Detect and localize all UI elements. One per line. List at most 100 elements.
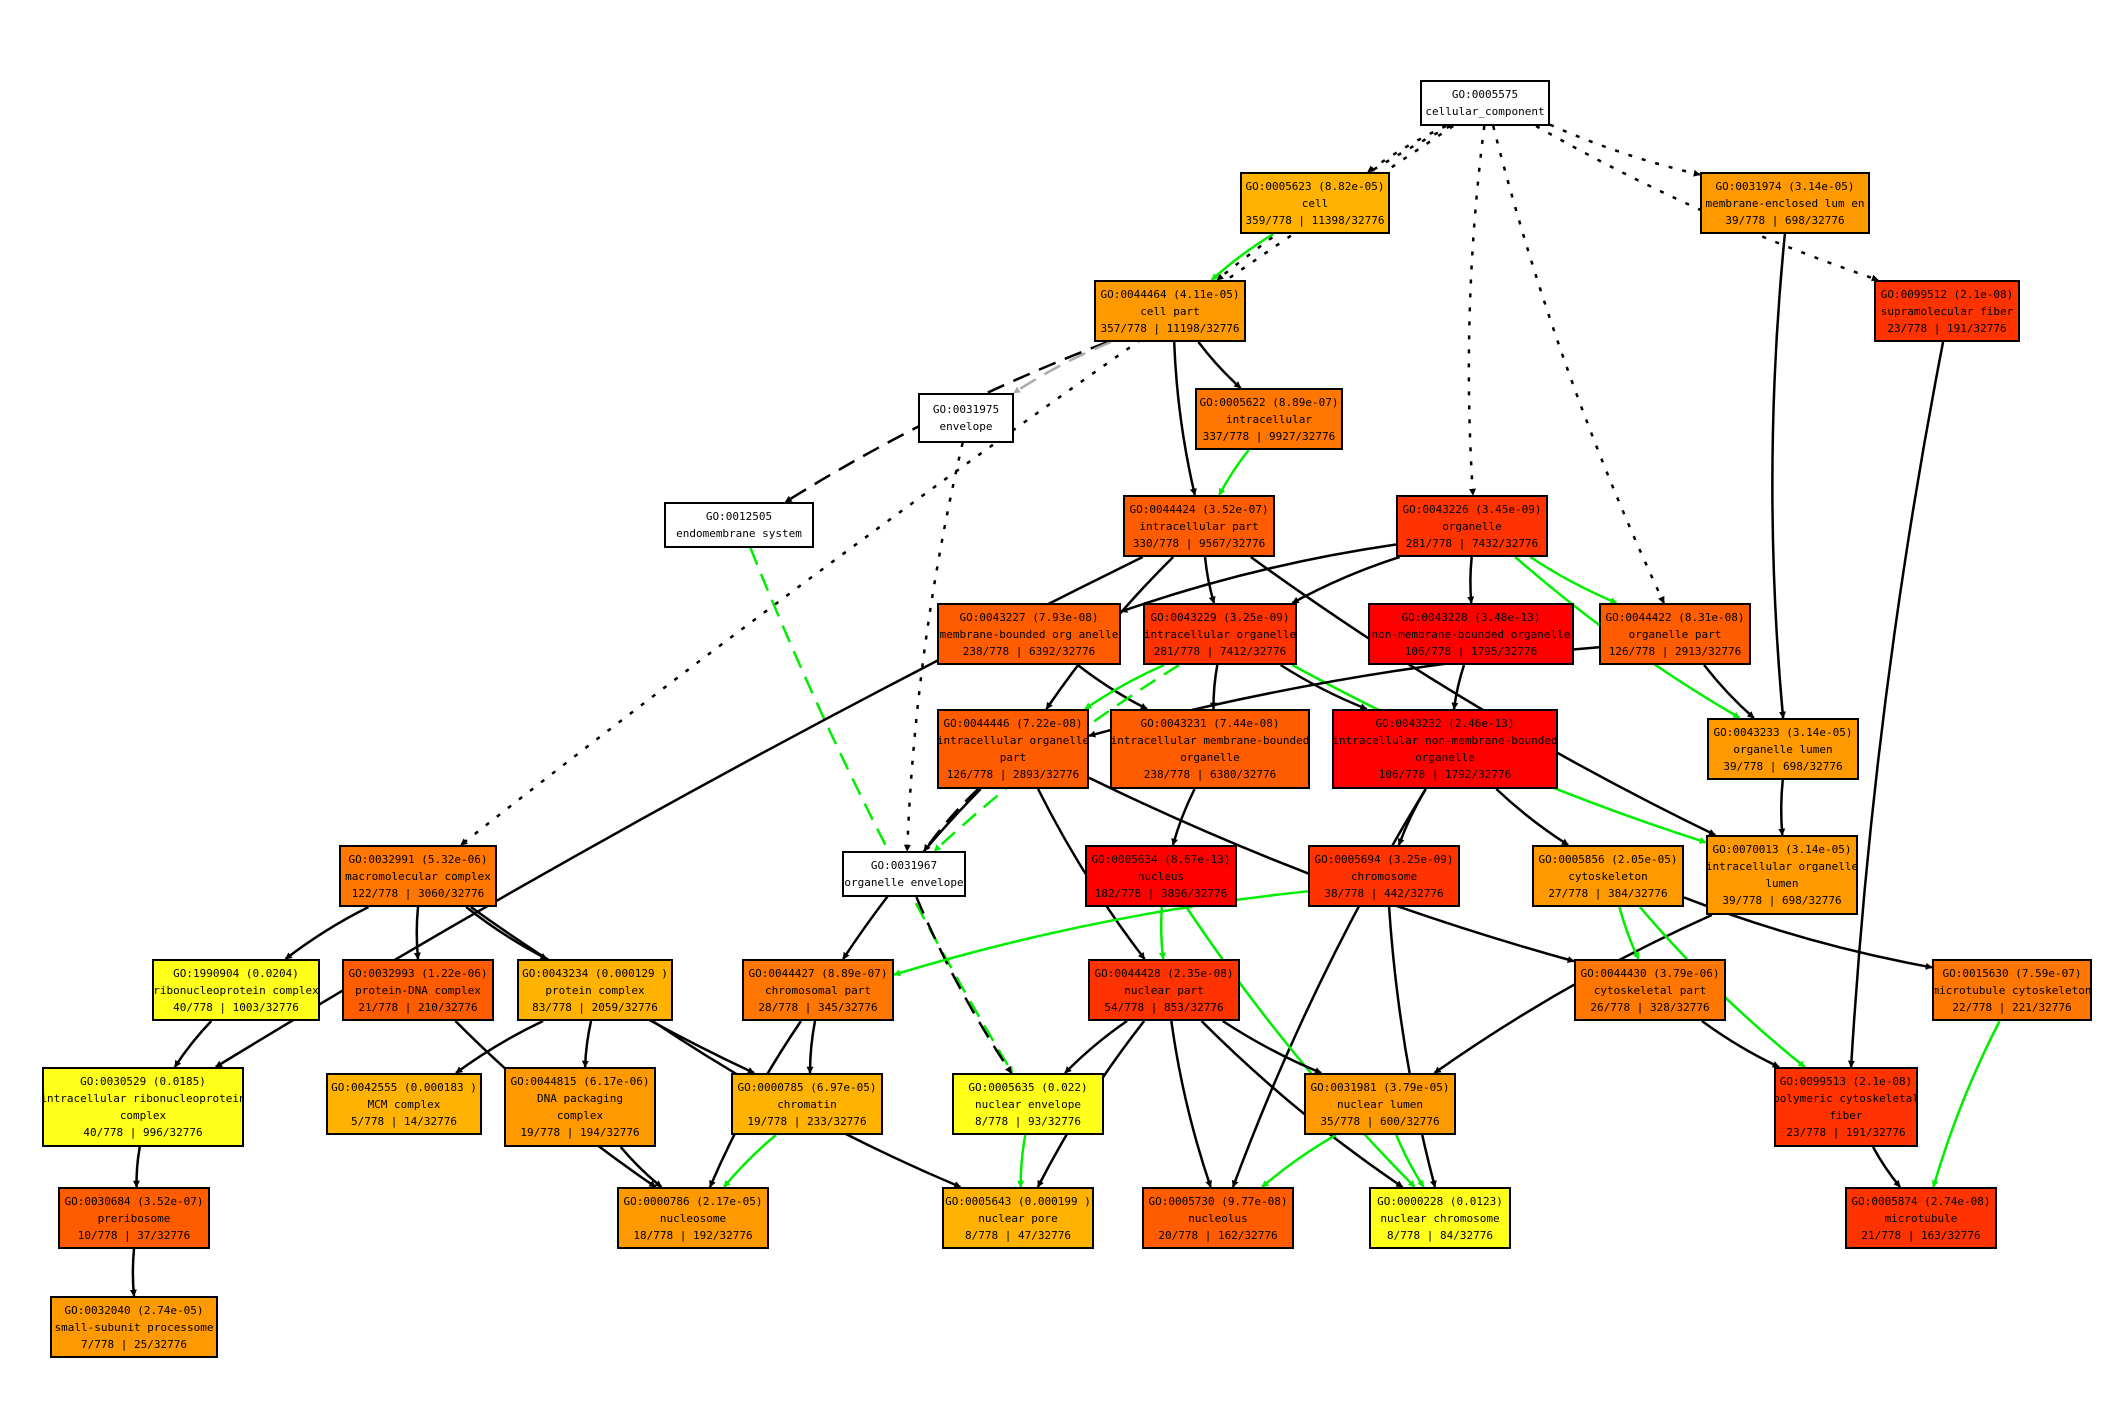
node-label-line: GO:0005623 (8.82e-05) — [1245, 179, 1385, 193]
edge-arrow — [1703, 664, 1755, 719]
go-term-node[interactable]: GO:0031974 (3.14e-05)membrane-enclosed l… — [1700, 172, 1870, 234]
edge-arrow — [173, 1020, 213, 1068]
edge-arrow — [1395, 1134, 1425, 1188]
node-label-line: chromosomal part — [765, 983, 871, 997]
node-label-line: 330/778 | 9567/32776 — [1132, 536, 1266, 550]
edge-arrow — [723, 1134, 777, 1188]
edge-arrow — [1017, 1134, 1027, 1188]
node-label-line: GO:0044424 (3.52e-07) — [1129, 502, 1269, 516]
go-term-node[interactable]: GO:0099513 (2.1e-08)polymeric cytoskelet… — [1774, 1067, 1918, 1147]
node-label-line: intracellular organelle — [1143, 627, 1297, 641]
go-term-node[interactable]: GO:0043232 (2.46e-13)intracellular non-m… — [1332, 709, 1558, 789]
go-term-node[interactable]: GO:0032993 (1.22e-06)protein-DNA complex… — [342, 959, 494, 1021]
edge-arrow — [284, 905, 370, 960]
edge-arrow — [893, 890, 1309, 977]
edge-arrow — [915, 896, 1013, 1074]
go-term-node[interactable]: GO:0015630 (7.59e-07)microtubule cytoske… — [1932, 959, 2092, 1021]
edge-arrow — [1931, 1020, 2001, 1188]
node-label-line: 40/778 | 1003/32776 — [173, 1000, 299, 1014]
go-term-node[interactable]: GO:0043229 (3.25e-09)intracellular organ… — [1143, 603, 1297, 665]
go-term-node[interactable]: GO:1990904 (0.0204)ribonucleoprotein com… — [152, 959, 320, 1021]
go-term-node[interactable]: GO:0070013 (3.14e-05) intracellular organ… — [1706, 835, 1858, 915]
node-label-line: GO:0005856 (2.05e-05) — [1538, 852, 1678, 866]
go-term-node[interactable]: GO:0099512 (2.1e-08)supramolecular fiber… — [1874, 280, 2020, 342]
go-term-node[interactable]: GO:0030529 (0.0185)intracellular ribonuc… — [42, 1067, 244, 1147]
edge-arrow — [1012, 340, 1112, 395]
node-label-line: macromolecular complex — [345, 869, 491, 883]
node-label-line: supramolecular fiber — [1880, 304, 2014, 318]
node-label-line: GO:0031981 (3.79e-05) — [1310, 1080, 1450, 1094]
node-label-line: microtubule cytoskeleton — [1932, 983, 2092, 997]
go-term-node[interactable]: GO:0043227 (7.93e-08)membrane-bounded or… — [937, 603, 1121, 665]
node-label-line: 39/778 | 698/32776 — [1723, 759, 1843, 773]
node-label-line: organelle — [1442, 519, 1502, 533]
go-term-node[interactable]: GO:0043231 (7.44e-08)intracellular membr… — [1110, 709, 1310, 789]
edge-arrow — [1701, 1019, 1780, 1069]
node-label-line: 8/778 | 47/32776 — [965, 1228, 1071, 1242]
node-label-line: GO:1990904 (0.0204) — [173, 966, 299, 980]
node-label-line: GO:0031975 — [932, 403, 1000, 416]
node-label-line: GO:0032040 (2.74e-05) — [64, 1303, 204, 1317]
edge-arrow — [923, 788, 979, 852]
node-label-line: GO:0044422 (8.31e-08) — [1605, 610, 1745, 624]
node-label-line: GO:0030529 (0.0185) — [80, 1075, 206, 1088]
node-label-line: GO:0043232 (2.46e-13) — [1375, 717, 1515, 730]
edge-arrow — [1203, 556, 1216, 604]
node-label-line: nuclear envelope — [975, 1097, 1081, 1111]
node-label-line: 26/778 | 328/32776 — [1590, 1000, 1710, 1014]
node-label-line: 7/778 | 25/32776 — [81, 1337, 187, 1351]
edge-arrow — [806, 1020, 817, 1074]
node-label-line: intracellular organelle — [1706, 860, 1858, 873]
go-term-node[interactable]: GO:0044446 (7.22e-08)intracellular organ… — [937, 709, 1089, 789]
edge-arrow — [619, 1146, 663, 1188]
go-term-node[interactable]: GO:0032040 (2.74e-05)small-subunit proce… — [50, 1296, 218, 1358]
node-label-line: 20/778 | 162/32776 — [1158, 1228, 1278, 1242]
node-label-line: 19/778 | 233/32776 — [747, 1114, 867, 1128]
node-label-line: GO:0044446 (7.22e-08) — [943, 717, 1083, 730]
edge-arrow — [1467, 125, 1486, 496]
go-term-node[interactable]: GO:0032991 (5.32e-06)macromolecular comp… — [339, 845, 497, 907]
node-label-line: 238/778 | 6380/32776 — [1143, 768, 1277, 781]
node-label-line: GO:0070013 (3.14e-05) — [1712, 843, 1852, 856]
node-label-line: 39/778 | 698/32776 — [1725, 213, 1845, 227]
node-label-line: protein complex — [545, 983, 645, 997]
node-label-line: GO:0043226 (3.45e-09) — [1402, 502, 1542, 516]
edge-arrow — [1171, 788, 1196, 846]
node-label-line: GO:0005730 (9.77e-08) — [1148, 1194, 1288, 1208]
node-label-line: polymeric cytoskeletal — [1774, 1092, 1918, 1105]
node-label-line: complex — [556, 1109, 604, 1122]
go-term-node[interactable]: GO:0043228 (3.48e-13)non-membrane-bounde… — [1368, 603, 1574, 665]
edge-arrow — [1467, 556, 1475, 604]
node-label-line: organelle — [1415, 751, 1475, 764]
node-label-line: GO:0044428 (2.35e-08) — [1094, 966, 1234, 980]
